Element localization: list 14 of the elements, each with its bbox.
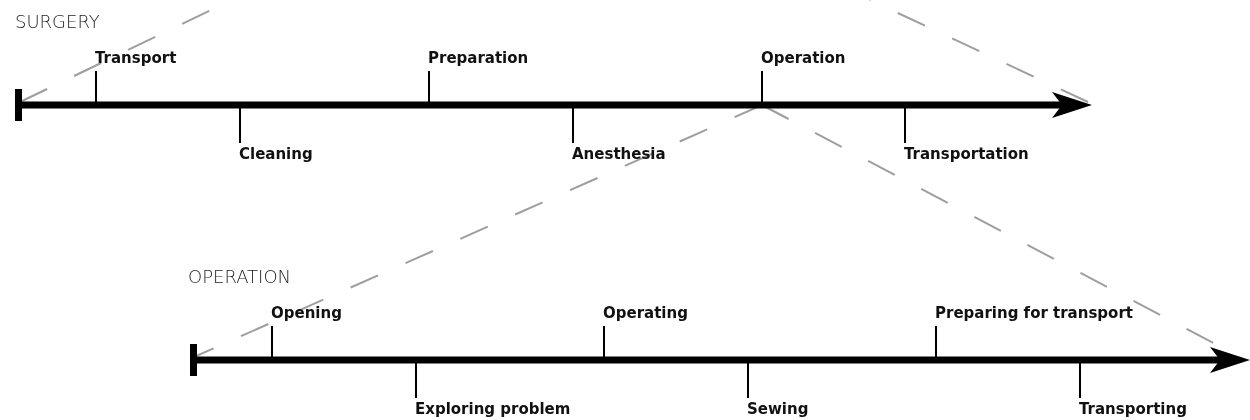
event-label: Transporting xyxy=(1079,400,1187,418)
event-label: Preparation xyxy=(428,49,529,67)
event-label: Operating xyxy=(603,304,688,322)
event-label: Cleaning xyxy=(239,145,313,163)
event-label: Operation xyxy=(761,49,846,67)
event-label: Preparing for transport xyxy=(935,304,1133,322)
event-label: Transportation xyxy=(904,145,1029,163)
event-label: Sewing xyxy=(747,400,809,418)
event-label: Opening xyxy=(271,304,342,322)
timeline-title: OPERATION xyxy=(188,266,292,288)
timeline-title: SURGERY xyxy=(15,11,100,33)
event-label: Exploring problem xyxy=(415,400,571,418)
event-label: Transport xyxy=(95,49,177,67)
event-label: Anesthesia xyxy=(572,145,666,163)
